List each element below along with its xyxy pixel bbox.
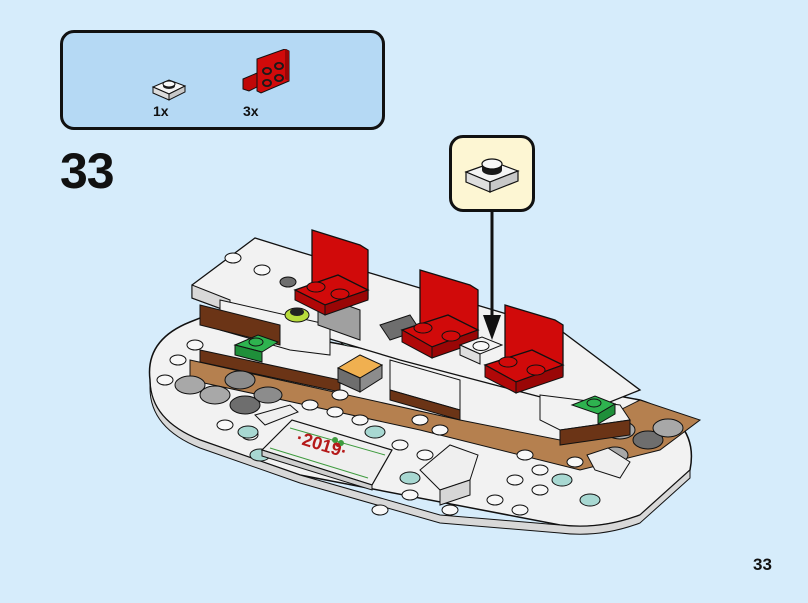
white-slopes [254, 404, 631, 506]
part-white-plate: 1x [151, 75, 187, 119]
white-plate-placed [458, 336, 504, 365]
red-bracket-seat-1 [293, 229, 370, 316]
dark-grey-stud [279, 276, 297, 288]
grey-round-tiles-left [174, 370, 283, 415]
lime-round-plate [284, 307, 310, 323]
holly-leaf-icon [332, 437, 338, 443]
step-number: 33 [60, 143, 115, 199]
callout-box [449, 135, 535, 212]
red-bracket-icon [242, 48, 290, 94]
red-bracket-seat-2 [400, 269, 480, 359]
red-bracket-seat-3 [483, 304, 565, 394]
white-plate-callout-icon [464, 158, 520, 193]
part-red-bracket: 3x [241, 48, 291, 119]
placement-arrow [483, 212, 501, 340]
page-number: 33 [753, 555, 772, 574]
green-plates [233, 334, 617, 425]
part-count: 1x [153, 103, 169, 119]
parts-list-box: 1x 3x [60, 30, 385, 130]
part-count: 3x [243, 103, 259, 119]
white-plate-1x1-icon [151, 79, 187, 101]
white-stud [224, 252, 242, 264]
trans-orange-tile [336, 354, 384, 393]
plaque-2019: ·2019· [260, 419, 393, 491]
white-stud [253, 264, 271, 276]
